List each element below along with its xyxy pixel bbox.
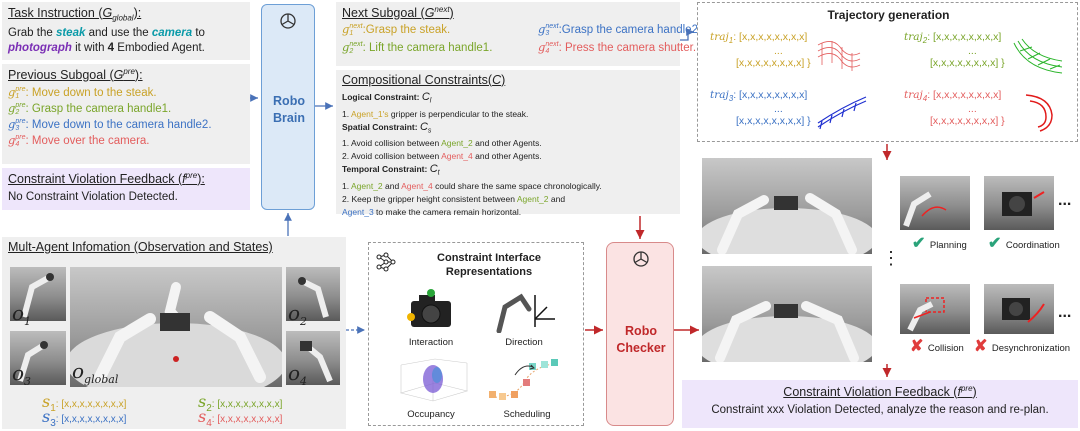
- temporal-constraint-2: 2. Keep the gripper height consistent be…: [342, 194, 566, 205]
- interface-label-direction: Direction: [505, 337, 543, 348]
- feedback-left-text: No Constraint Violation Detected.: [8, 191, 178, 204]
- desynchronization-result: ✘ Desynchronization: [974, 338, 1071, 355]
- agent-state: s3: [x,x,x,x,x,x,x,x]: [42, 407, 127, 430]
- cross-icon: ✘: [974, 338, 988, 355]
- o2-label: o2: [288, 301, 308, 328]
- trajectory-panel: Trajectory generation traj1: [x,x,x,x,x,…: [697, 2, 1078, 142]
- trajectory-title: Trajectory generation: [827, 8, 950, 22]
- temporal-constraint-1: 1. Agent_2 and Agent_4 could share the s…: [342, 181, 602, 192]
- task-instruction-title: Task Instruction (Gglobal):: [8, 6, 142, 23]
- traj-2-sketch: [1013, 38, 1063, 74]
- o1-label: o1: [12, 301, 32, 328]
- temporal-constraint-2b: Agent_3 to make the camera remain horizo…: [342, 207, 522, 218]
- collision-result: ✘ Collision: [910, 338, 964, 355]
- direction-icon: [491, 287, 561, 338]
- arrow-next-to-traj: [680, 28, 694, 41]
- task-instruction-line1: Grab the steak and use the camera to: [8, 26, 205, 39]
- interface-panel: Constraint Interface Representations Int…: [368, 242, 584, 426]
- scene-image-top: [702, 158, 872, 254]
- desynchronization-thumb: [984, 284, 1054, 334]
- scheduling-icon: [485, 357, 565, 410]
- planning-thumb: [900, 176, 970, 230]
- trajectory-entry: traj1: [x,x,x,x,x,x,x,x]...[x,x,x,x,x,x,…: [710, 31, 811, 70]
- check-icon: ✔: [912, 235, 926, 252]
- trajectory-entry: traj2: [x,x,x,x,x,x,x,x]...[x,x,x,x,x,x,…: [904, 31, 1005, 70]
- spatial-constraint-2: 2. Avoid collision between Agent_4 and o…: [342, 151, 542, 162]
- feedback-right-text: Constraint xxx Violation Detected, analy…: [711, 404, 1049, 417]
- collision-thumb: [900, 284, 970, 334]
- logical-constraint-title: Logical Constraint: Cl: [342, 91, 432, 105]
- temporal-constraint-title: Temporal Constraint: Ct: [342, 163, 440, 178]
- next-subgoal-title: Next Subgoal (Gnext): [342, 5, 454, 21]
- occupancy-icon: [397, 357, 471, 408]
- feedback-right-title: Constraint Violation Feedback (fpre): [783, 384, 977, 400]
- robo-brain-box: Robo Brain: [261, 4, 315, 210]
- robo-checker-box: Robo Checker: [606, 242, 674, 426]
- agent-state: s2: [x,x,x,x,x,x,x,x]: [198, 392, 283, 415]
- interface-label-interaction: Interaction: [408, 337, 454, 348]
- trajectory-entry: traj3: [x,x,x,x,x,x,x,x]...[x,x,x,x,x,x,…: [710, 89, 811, 128]
- oglobal-label: oglobal: [72, 359, 119, 386]
- interface-label-scheduling: Scheduling: [503, 409, 551, 420]
- ellipsis-bottom: ...: [1058, 304, 1072, 321]
- traj-1-sketch: [817, 41, 861, 71]
- feedback-right-panel: Constraint Violation Feedback (fpre) Con…: [682, 380, 1078, 428]
- task-instruction-panel: Task Instruction (Gglobal): Grab the ste…: [2, 2, 250, 60]
- vertical-ellipsis: ⋮: [882, 248, 900, 268]
- interface-title: Constraint Interface Representations: [437, 252, 541, 278]
- logical-constraint-1: 1. Agent_1's gripper is perpendicular to…: [342, 108, 529, 119]
- observation-4-image: [286, 331, 340, 385]
- agent-state: s4: [x,x,x,x,x,x,x,x]: [198, 407, 283, 430]
- network-icon: [375, 251, 397, 278]
- spatial-constraint-title: Spatial Constraint: Cs: [342, 120, 432, 135]
- interface-label-occupancy: Occupancy: [407, 409, 455, 420]
- spatial-constraint-1: 1. Avoid collision between Agent_2 and o…: [342, 138, 542, 149]
- multi-agent-panel: Mult-Agent Infomation (Observation and S…: [2, 237, 346, 429]
- coordination-result: ✔ Coordination: [988, 235, 1060, 252]
- feedback-left-panel: Constraint Violation Feedback (fpre): No…: [2, 168, 250, 210]
- planning-result: ✔ Planning: [912, 235, 967, 252]
- cross-icon: ✘: [910, 338, 924, 355]
- check-icon: ✔: [988, 235, 1002, 252]
- scene-image-bottom: [702, 266, 872, 362]
- feedback-left-title: Constraint Violation Feedback (fpre):: [8, 171, 205, 187]
- observation-3-image: [10, 331, 66, 385]
- task-instruction-line2: photograph it with 4 Embodied Agent.: [8, 41, 205, 54]
- traj-4-sketch: [1025, 94, 1053, 132]
- observation-2-image: [286, 267, 340, 321]
- constraints-panel: Compositional Constraints(C) Logical Con…: [336, 70, 680, 217]
- robo-checker-label: Robo Checker: [616, 324, 666, 355]
- agent-state: s1: [x,x,x,x,x,x,x,x]: [42, 392, 127, 415]
- trajectory-entry: traj4: [x,x,x,x,x,x,x,x]...[x,x,x,x,x,x,…: [904, 89, 1005, 128]
- robo-brain-label: Robo Brain: [273, 94, 305, 125]
- ellipsis-top: ...: [1058, 192, 1072, 209]
- previous-subgoal-title: Previous Subgoal (Gpre):: [8, 67, 143, 83]
- coordination-thumb: [984, 176, 1054, 230]
- openai-logo-icon: [631, 249, 651, 274]
- traj-3-sketch: [817, 96, 867, 130]
- o3-label: o3: [12, 361, 32, 388]
- observation-1-image: [10, 267, 66, 321]
- constraints-title: Compositional Constraints(C): [342, 73, 506, 87]
- global-observation-image: [70, 267, 282, 387]
- multi-agent-title: Mult-Agent Infomation (Observation and S…: [8, 240, 273, 254]
- interaction-icon: [403, 287, 459, 338]
- openai-logo-icon: [278, 11, 298, 36]
- o4-label: o4: [288, 361, 308, 388]
